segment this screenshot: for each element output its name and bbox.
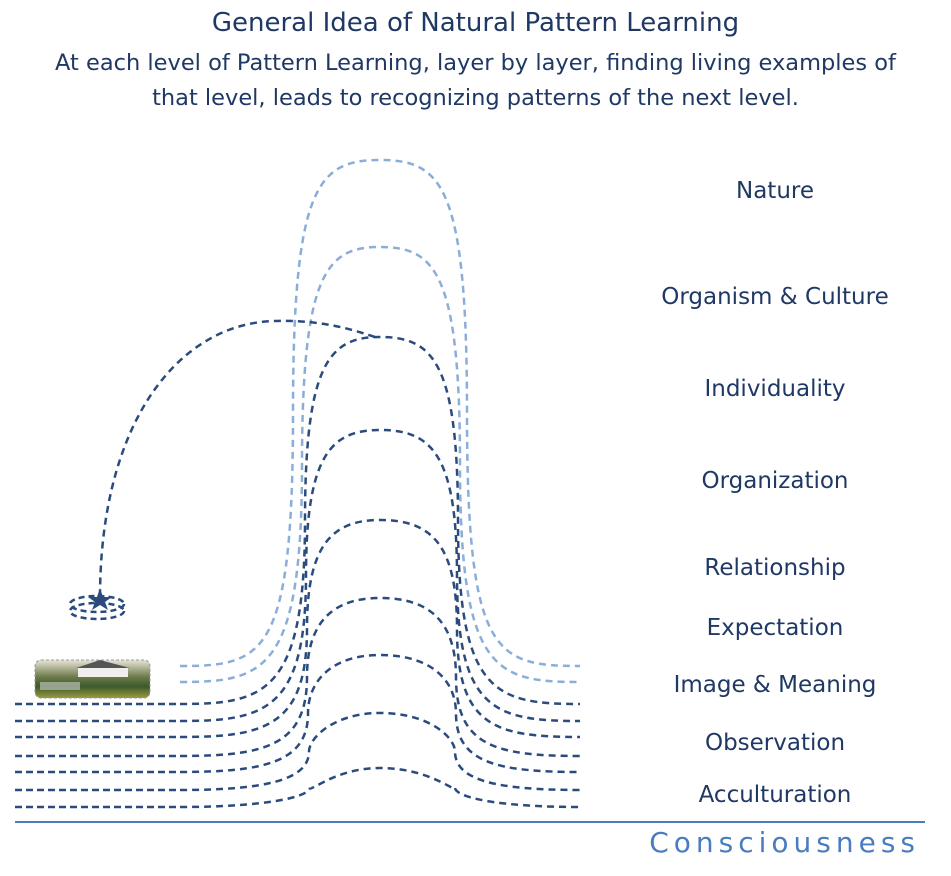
level-label: Organization [701, 468, 849, 494]
diagram-subtitle: At each level of Pattern Learning, layer… [0, 46, 951, 116]
level-label: Acculturation [698, 782, 852, 808]
consciousness-label: Consciousness [649, 826, 920, 859]
level-label: Relationship [704, 555, 846, 581]
level-label: Individuality [704, 376, 846, 402]
subtitle-line-1: At each level of Pattern Learning, layer… [55, 50, 896, 76]
level-curve [179, 428, 581, 723]
level-label: Nature [736, 178, 814, 204]
level-curve [179, 335, 581, 706]
feedback-arc [98, 319, 376, 599]
subtitle-line-2: that level, leads to recognizing pattern… [152, 85, 799, 111]
level-label: Observation [704, 730, 846, 756]
diagram-title: General Idea of Natural Pattern Learning [211, 8, 740, 38]
target-ring-icon [68, 594, 126, 614]
level-curve [179, 653, 581, 774]
level-curve [179, 158, 581, 668]
level-label: Organism & Culture [661, 284, 889, 310]
landscape-image [34, 659, 151, 699]
star-arrowhead-icon [88, 588, 112, 610]
level-curve [179, 596, 581, 758]
level-label: Expectation [706, 615, 844, 641]
level-label: Image & Meaning [673, 672, 877, 698]
target-ring-lower [68, 601, 126, 621]
level-curve [179, 766, 581, 809]
level-curves [15, 158, 581, 809]
level-curve [179, 711, 581, 792]
level-curve [179, 518, 581, 739]
level-curve [179, 245, 581, 684]
